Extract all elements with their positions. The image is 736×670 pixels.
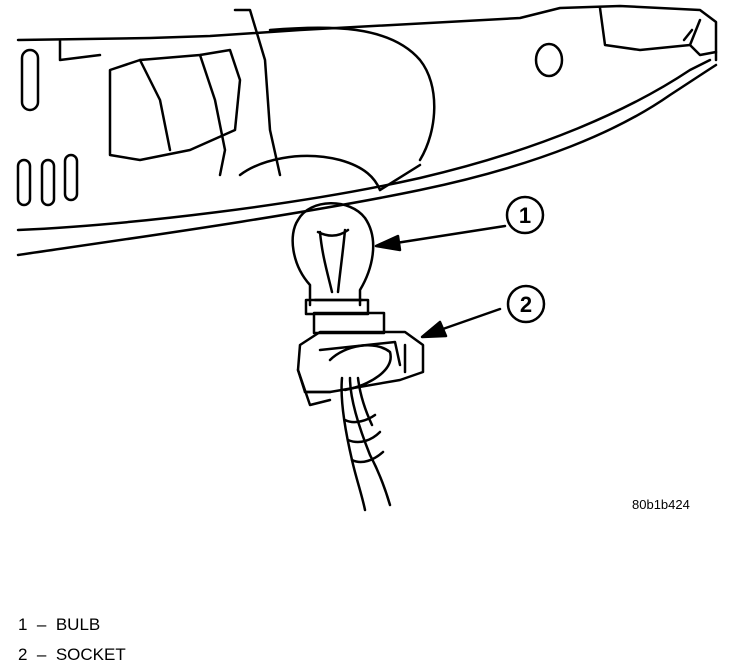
bulb (291, 202, 375, 316)
figure-id: 80b1b424 (632, 497, 690, 512)
socket-wiring (340, 376, 392, 512)
legend-item-socket: 2 – SOCKET (18, 640, 126, 670)
legend-item-bulb: 1 – BULB (18, 610, 126, 640)
legend-dash: – (36, 615, 47, 634)
legend-number: 1 (18, 615, 28, 634)
callout-number-1: 1 (519, 203, 531, 228)
socket (296, 311, 425, 407)
callout-circle-2 (506, 284, 546, 324)
legend: 1 – BULB 2 – SOCKET (18, 610, 126, 670)
callout-arrow-2 (420, 307, 502, 339)
legend-dash: – (36, 645, 47, 664)
legend-label: BULB (55, 615, 101, 634)
callout-circle-1 (505, 195, 545, 235)
callout-arrow-1 (374, 224, 507, 252)
legend-label: SOCKET (55, 645, 126, 664)
legend-number: 2 (18, 645, 28, 664)
lamp-housing (16, 4, 718, 257)
callout-number-2: 2 (520, 292, 532, 317)
